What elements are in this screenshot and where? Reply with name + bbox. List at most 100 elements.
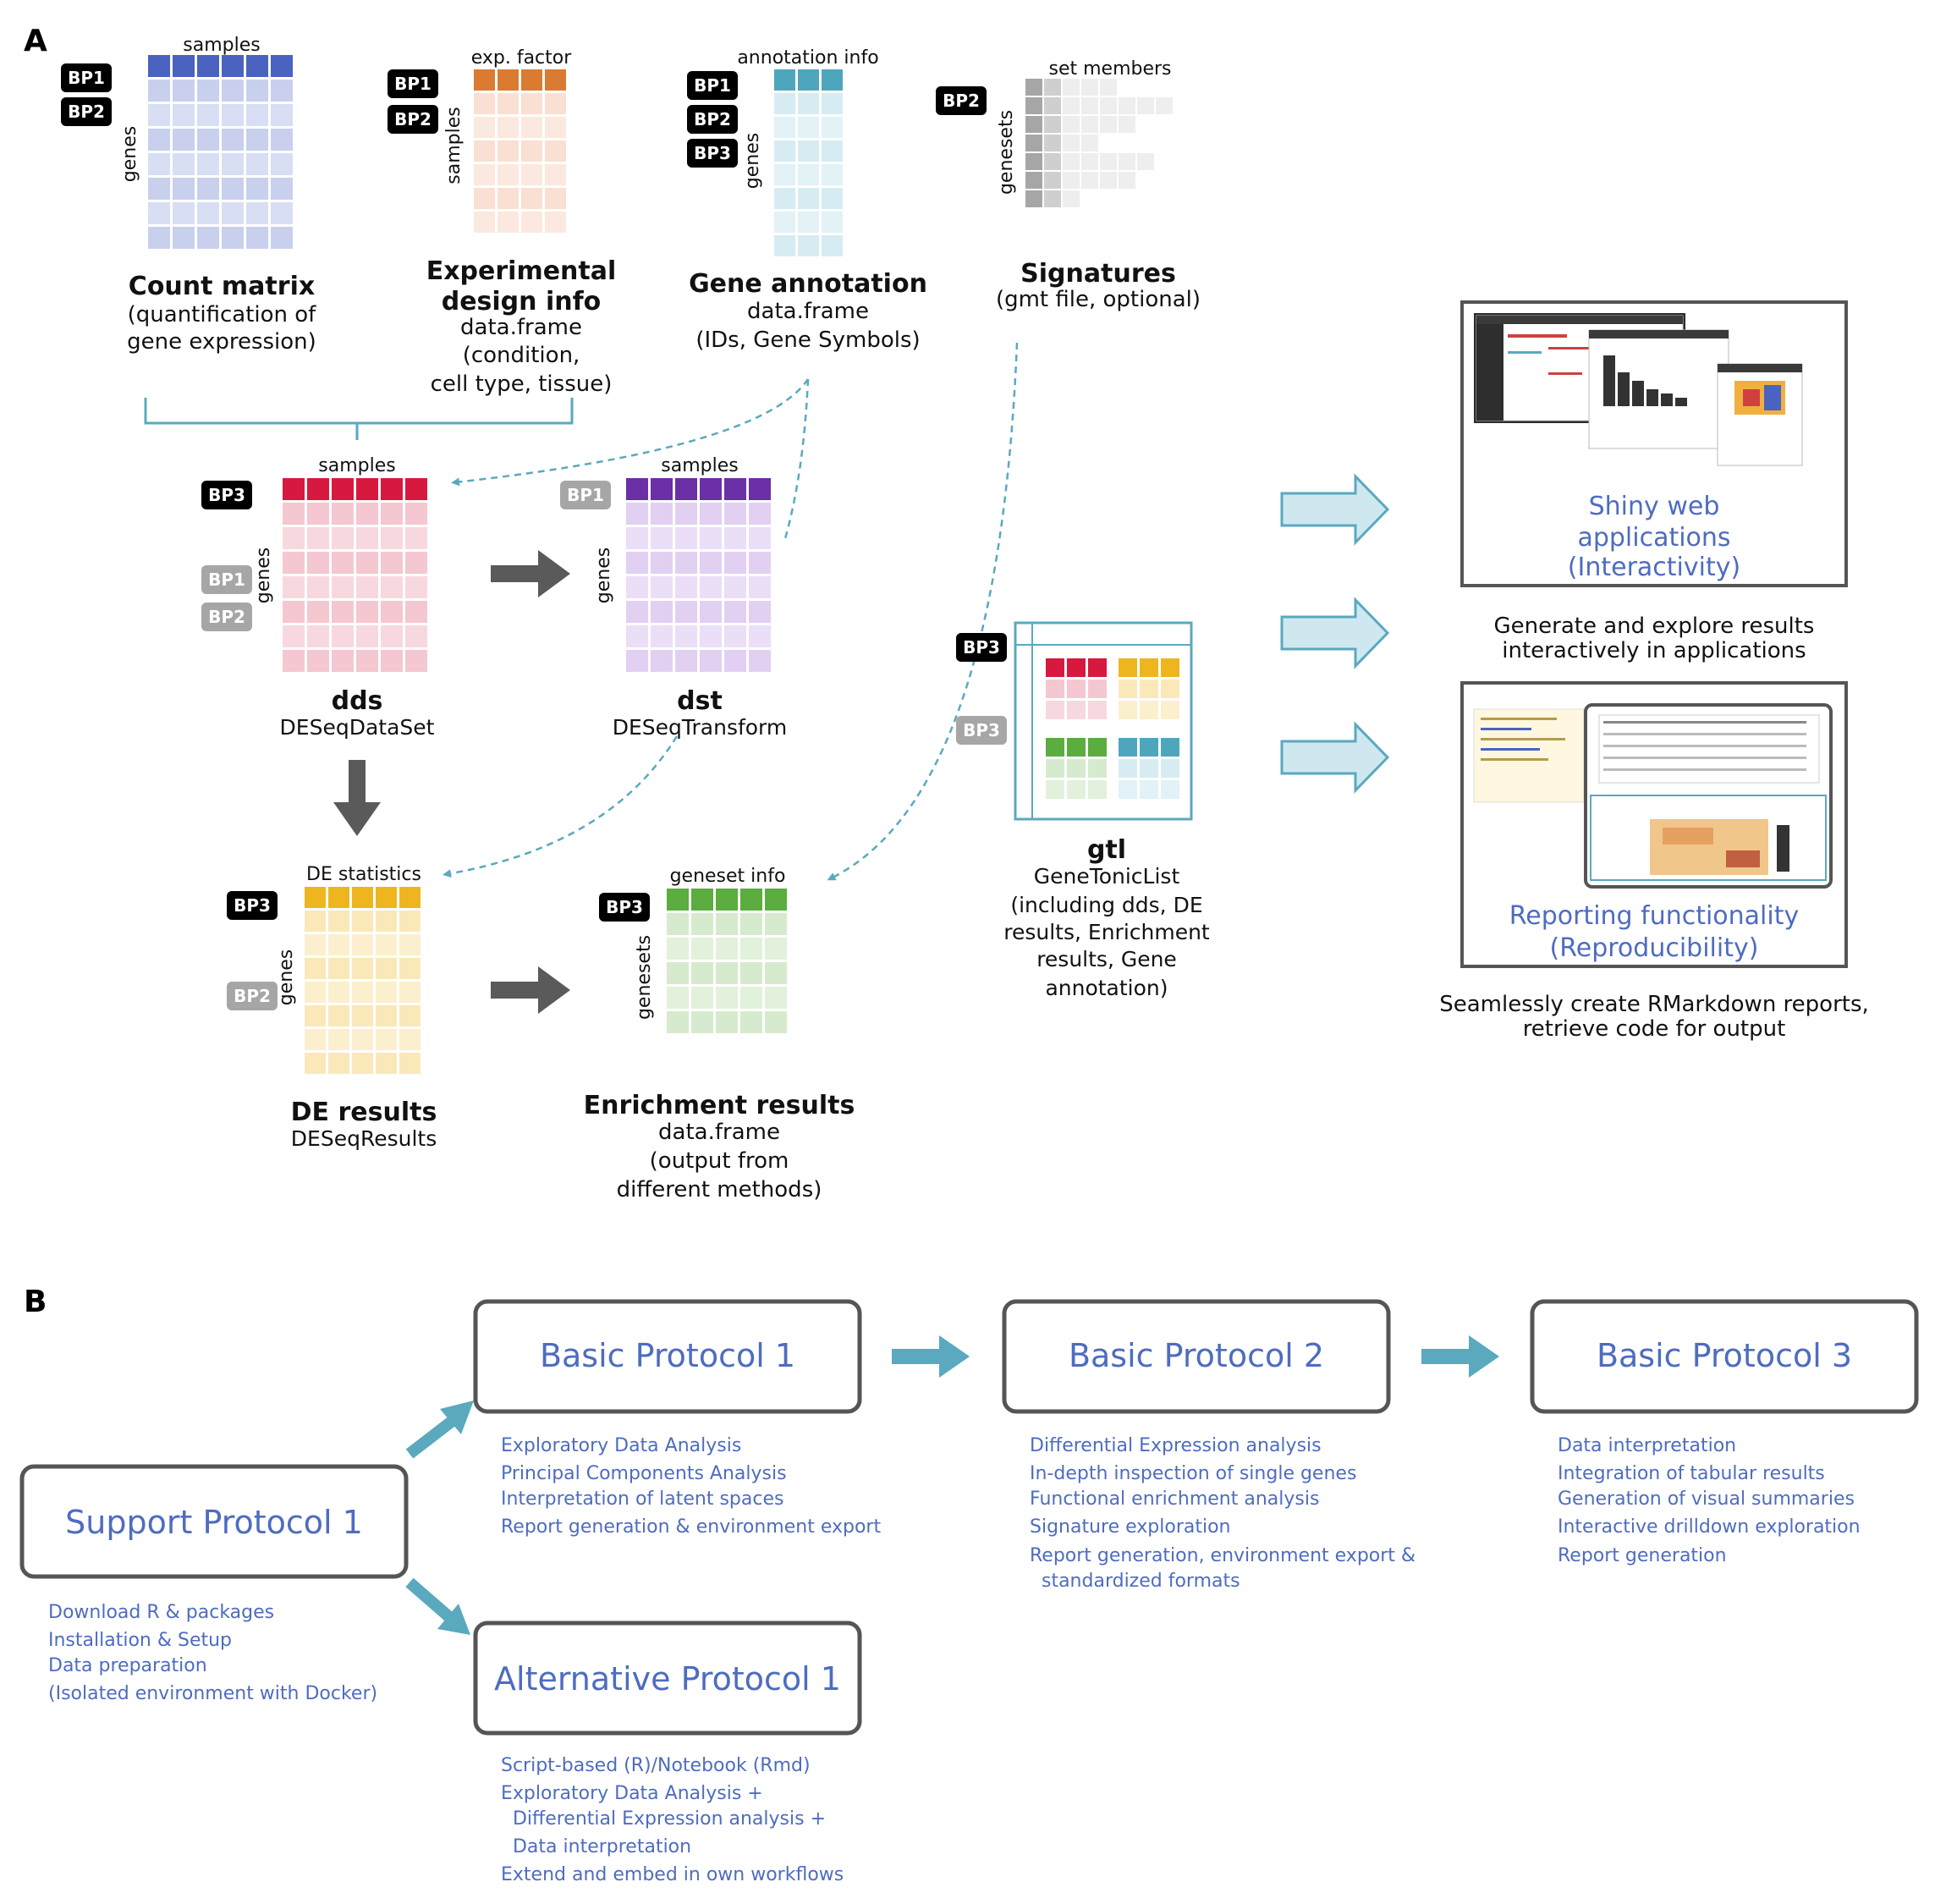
- grid-cell: [774, 164, 795, 185]
- grid-cell: [356, 527, 378, 549]
- list-item: Generation of visual summaries: [1558, 1489, 1855, 1510]
- grid-cell: [381, 527, 403, 549]
- de-grid: [305, 887, 421, 1074]
- grid-cell: [749, 527, 771, 549]
- badge-label: BP1: [694, 75, 731, 96]
- grid-cell: [1088, 658, 1107, 677]
- grid-cell: [1119, 116, 1135, 133]
- basic-protocol-3-title: Basic Protocol 3: [1597, 1337, 1852, 1374]
- grid-cell: [1081, 153, 1098, 170]
- grid-cell: [521, 188, 542, 209]
- grid-cell: [474, 117, 495, 138]
- grid-cell: [197, 80, 219, 102]
- grid-cell: [1025, 116, 1042, 133]
- grid-cell: [173, 129, 195, 151]
- grid-cell: [667, 962, 689, 984]
- annotation-info-label: annotation info: [737, 47, 878, 69]
- panel-label-b: B: [24, 1285, 47, 1319]
- grid-cell: [691, 962, 713, 984]
- grid-cell: [1161, 759, 1179, 778]
- panel-label-a: A: [24, 24, 47, 58]
- grid-cell: [521, 212, 542, 233]
- grid-cell: [271, 178, 293, 200]
- badge-label: BP2: [68, 102, 105, 122]
- grid-cell: [497, 188, 519, 209]
- grid-cell: [332, 576, 354, 598]
- basic-protocol-2-title: Basic Protocol 2: [1069, 1337, 1324, 1374]
- grid-cell: [356, 625, 378, 647]
- grid-cell: [1063, 116, 1080, 133]
- badge-bp2: BP2: [687, 105, 738, 134]
- grid-cell: [774, 235, 795, 256]
- grid-cell: [1100, 172, 1117, 189]
- count-samples-label: samples: [183, 35, 260, 56]
- badge-label: BP3: [963, 720, 1000, 740]
- badge-bp3: BP3: [687, 139, 738, 168]
- grid-cell: [667, 938, 689, 960]
- grid-cell: [332, 478, 354, 500]
- grid-cell: [305, 1053, 326, 1074]
- grid-cell: [1161, 680, 1179, 698]
- grid-cell: [1140, 680, 1158, 698]
- shiny-label-3: (Interactivity): [1568, 553, 1740, 582]
- grid-cell: [405, 503, 427, 525]
- grid-cell: [1044, 116, 1061, 133]
- grid-cell: [283, 576, 305, 598]
- grid-cell: [749, 552, 771, 574]
- grid-cell: [328, 982, 349, 1003]
- grid-cell: [1025, 190, 1042, 207]
- grid-cell: [283, 552, 305, 574]
- grid-cell: [740, 938, 762, 960]
- grid-cell: [222, 80, 244, 102]
- support-to-alt1-arrow: [405, 1577, 453, 1621]
- grid-cell: [521, 140, 542, 162]
- count-matrix-desc-1: (quantification of: [128, 302, 317, 327]
- grid-cell: [405, 601, 427, 623]
- signatures-title: Signatures: [1020, 259, 1176, 289]
- grid-cell: [1100, 97, 1117, 114]
- grid-cell: [1088, 738, 1107, 757]
- grid-cell: [1137, 153, 1154, 170]
- grid-cell: [545, 212, 566, 233]
- grid-cell: [381, 503, 403, 525]
- grid-cell: [521, 117, 542, 138]
- grid-cell: [246, 153, 268, 175]
- list-item: standardized formats: [1030, 1571, 1240, 1592]
- grid-cell: [283, 625, 305, 647]
- grid-cell: [675, 503, 697, 525]
- grid-cell: [716, 987, 738, 1009]
- grid-cell: [356, 576, 378, 598]
- grid-cell: [724, 527, 746, 549]
- design-samples-label: samples: [443, 107, 465, 184]
- grid-cell: [1025, 153, 1042, 170]
- gtl-grid-dds: [1046, 658, 1107, 719]
- grid-cell: [798, 117, 819, 138]
- grid-cell: [246, 80, 268, 102]
- grid-cell: [148, 178, 170, 200]
- shiny-caption-1: Generate and explore results: [1494, 614, 1815, 639]
- grid-cell: [691, 987, 713, 1009]
- badge-label: BP3: [234, 895, 271, 916]
- report-caption-1: Seamlessly create RMarkdown reports,: [1439, 992, 1869, 1017]
- grid-cell: [497, 140, 519, 162]
- grid-cell: [1137, 97, 1154, 114]
- grid-cell: [376, 887, 397, 908]
- badge-bp1-light: BP1: [560, 481, 611, 509]
- signatures-grid: [1025, 79, 1173, 207]
- grid-cell: [724, 478, 746, 500]
- grid-cell: [1063, 190, 1080, 207]
- grid-cell: [271, 55, 293, 77]
- grid-cell: [724, 503, 746, 525]
- signatures-to-enrich-arrow: [827, 342, 1019, 881]
- grid-cell: [307, 503, 329, 525]
- grid-cell: [765, 938, 787, 960]
- enrich-genesets-label: genesets: [634, 935, 655, 1020]
- output-arrow-3: [1280, 721, 1390, 794]
- grid-cell: [356, 478, 378, 500]
- alternative-protocol-1-box: [473, 1621, 862, 1736]
- grid-cell: [651, 552, 673, 574]
- grid-cell: [197, 178, 219, 200]
- grid-cell: [399, 911, 421, 932]
- gtl-desc-5: annotation): [1045, 976, 1168, 1000]
- grid-cell: [305, 982, 326, 1003]
